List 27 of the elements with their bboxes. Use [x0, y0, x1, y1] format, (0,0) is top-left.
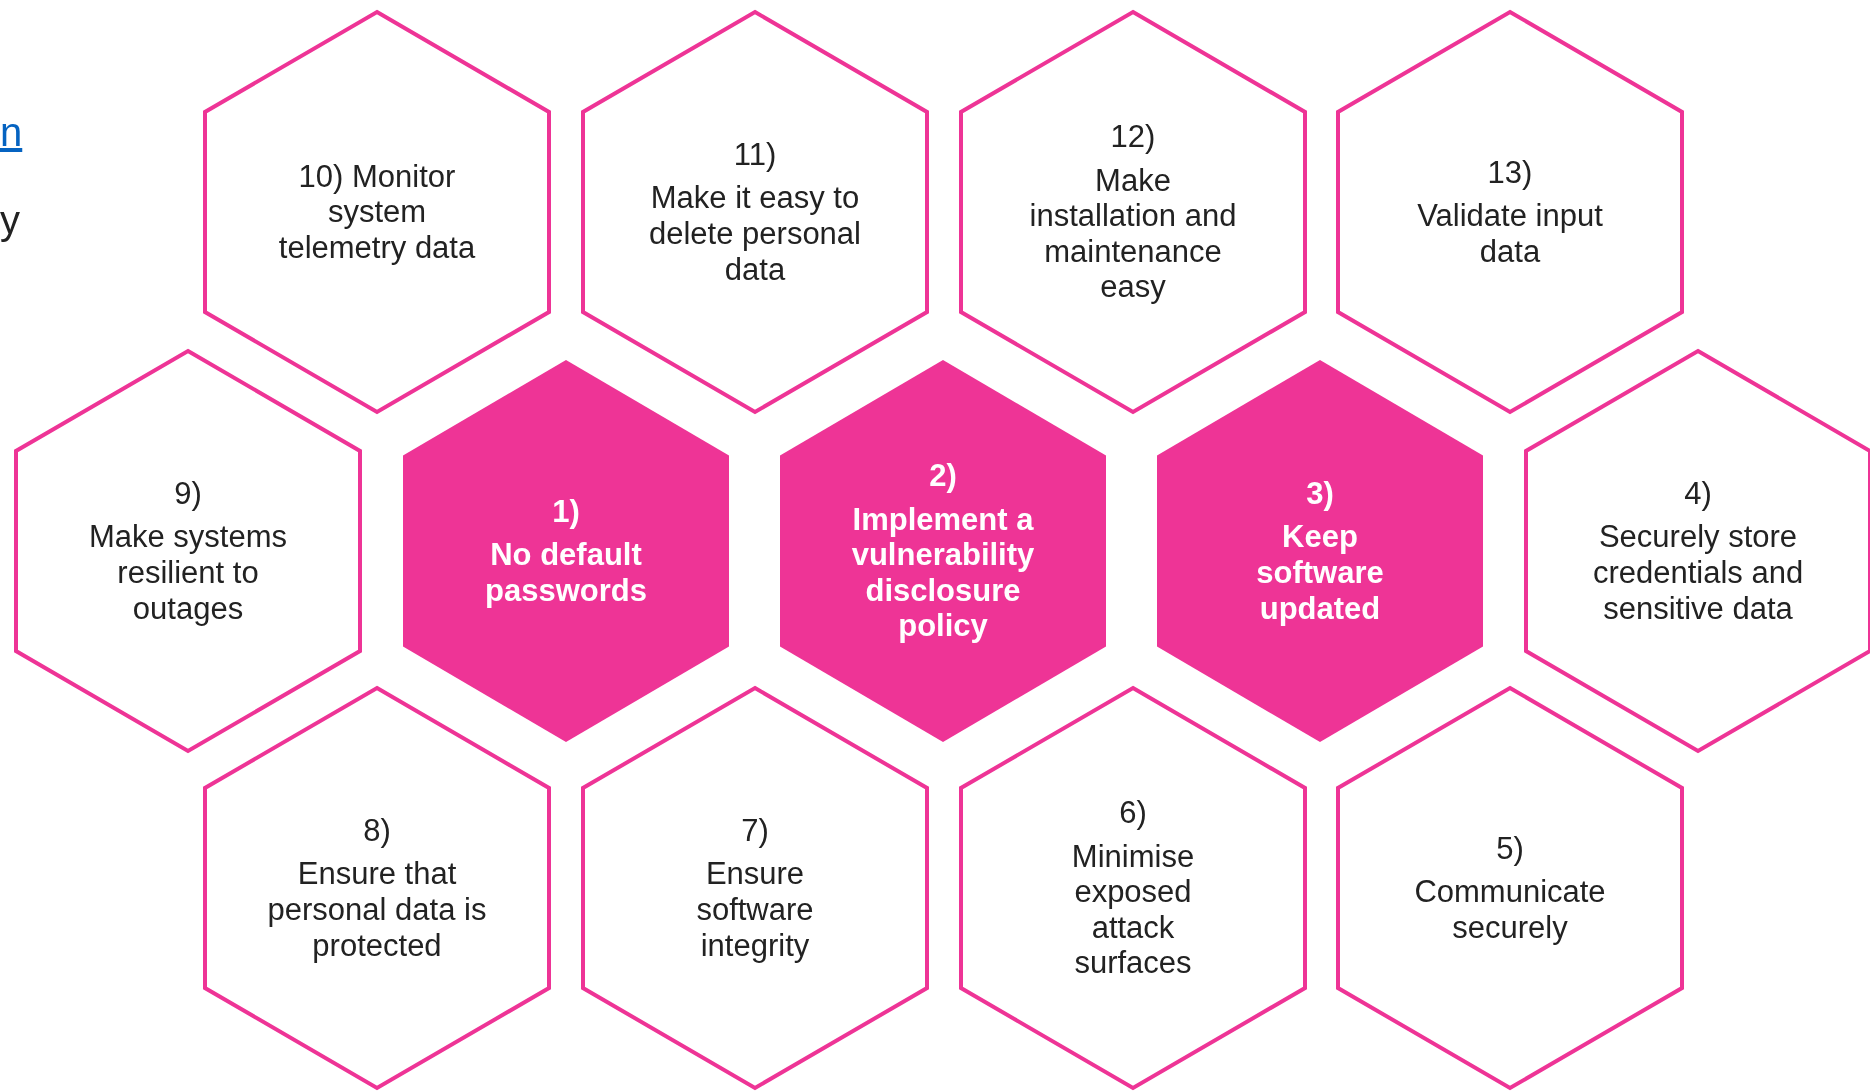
step-number: 5): [1496, 830, 1524, 867]
step-number: 7): [741, 812, 769, 849]
step-number: 1): [552, 493, 580, 530]
step-number: 3): [1306, 475, 1334, 512]
step-number: 6): [1119, 794, 1147, 831]
step-text: Ensure that personal data is protected: [267, 856, 487, 964]
step-number: 11): [733, 136, 777, 173]
step-text: Communicate securely: [1413, 874, 1607, 946]
step-text: Implement a vulnerability disclosure policy: [850, 501, 1036, 645]
step-text: Validate input data: [1416, 198, 1604, 270]
link-text: n: [0, 112, 23, 152]
step-text: Make it easy to delete personal data: [648, 180, 862, 288]
step-text: Securely store credentials and sensitive data: [1591, 519, 1805, 627]
step-text: Keep software updated: [1255, 519, 1385, 627]
step-text: Minimise exposed attack surfaces: [1070, 838, 1196, 982]
step-number: 13): [1487, 154, 1533, 191]
step-number: 8): [363, 812, 391, 849]
step-number: 9): [174, 475, 202, 512]
step-number: 12): [1110, 118, 1156, 155]
step-text: 10) Monitor system telemetry data: [277, 158, 477, 266]
text-fragment: y: [0, 200, 20, 240]
step-text: No default passwords: [484, 537, 648, 609]
step-number: 4): [1684, 475, 1712, 512]
step-text: Make systems resilient to outages: [87, 519, 289, 627]
step-text: Ensure software integrity: [695, 856, 815, 964]
step-text: Make installation and maintenance easy: [1028, 162, 1238, 306]
step-number: 2): [929, 457, 957, 494]
